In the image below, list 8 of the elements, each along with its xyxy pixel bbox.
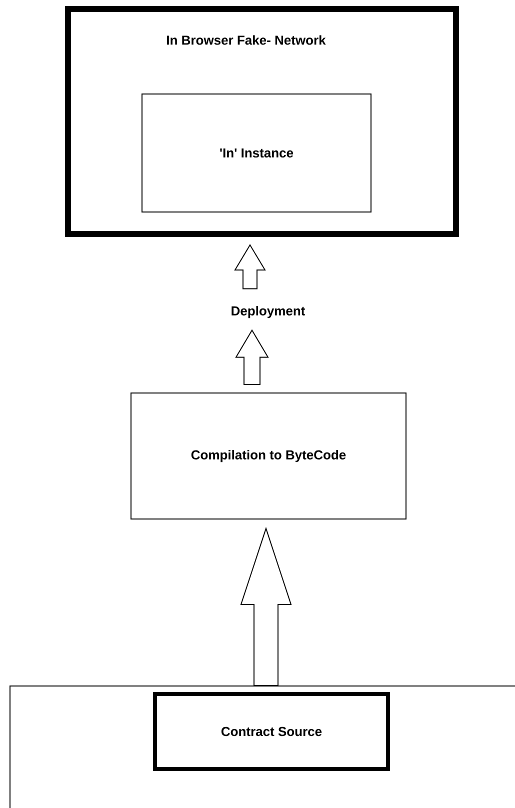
block-arrow (235, 329, 269, 385)
source-box: Contract Source (153, 692, 390, 771)
instance-box: 'In' Instance (142, 94, 372, 212)
editor-panel (10, 686, 515, 808)
process-box: Compilation to ByteCode (130, 392, 406, 520)
block-arrow (240, 526, 292, 686)
step-label: Deployment (232, 306, 306, 318)
block-arrow (234, 244, 266, 290)
